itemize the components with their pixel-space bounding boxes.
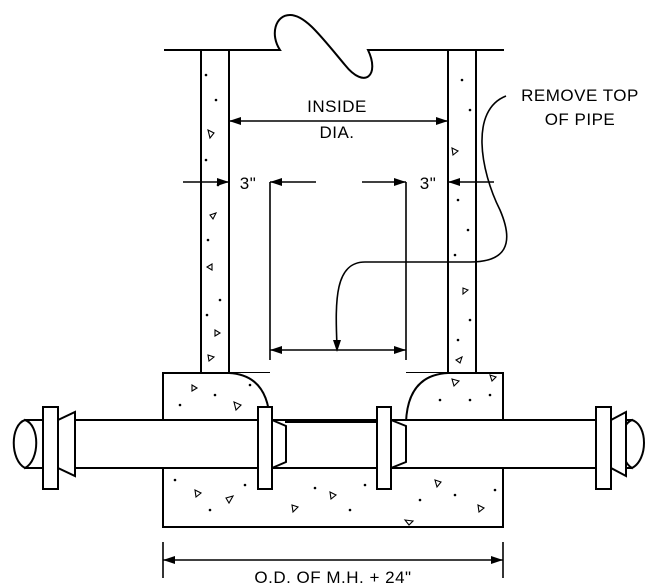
remove-top-label-line1: REMOVE TOP [521, 86, 639, 105]
dimension-left-offset: 3" [183, 174, 316, 360]
base-width-label: O.D. OF M.H. + 24" [254, 568, 411, 585]
pipe-body [49, 419, 611, 469]
right-offset-label: 3" [420, 174, 437, 193]
pipe-joint-3 [376, 406, 407, 490]
manhole-walls [164, 13, 504, 374]
dimension-base-width: O.D. OF M.H. + 24" [162, 542, 504, 585]
remove-top-leader: REMOVE TOP OF PIPE [333, 86, 639, 352]
dimension-right-offset: 3" [362, 174, 494, 360]
pipe-joint-4 [595, 406, 627, 490]
pipe-joint-2 [257, 406, 287, 490]
pipe [12, 406, 645, 490]
left-offset-label: 3" [240, 174, 257, 193]
pipe-joint-1 [42, 406, 76, 490]
concrete-stipple [173, 73, 498, 526]
top-break-line [164, 13, 504, 79]
remove-top-label-line2: OF PIPE [545, 110, 616, 129]
inside-dia-label-line1: INSIDE [307, 97, 367, 116]
right-channel-fillet [404, 371, 450, 424]
inside-dia-label-line2: DIA. [319, 123, 354, 142]
dimension-inside-dia: INSIDE DIA. [229, 97, 448, 142]
leader-line [335, 95, 508, 347]
dimension-channel-width [270, 346, 406, 354]
